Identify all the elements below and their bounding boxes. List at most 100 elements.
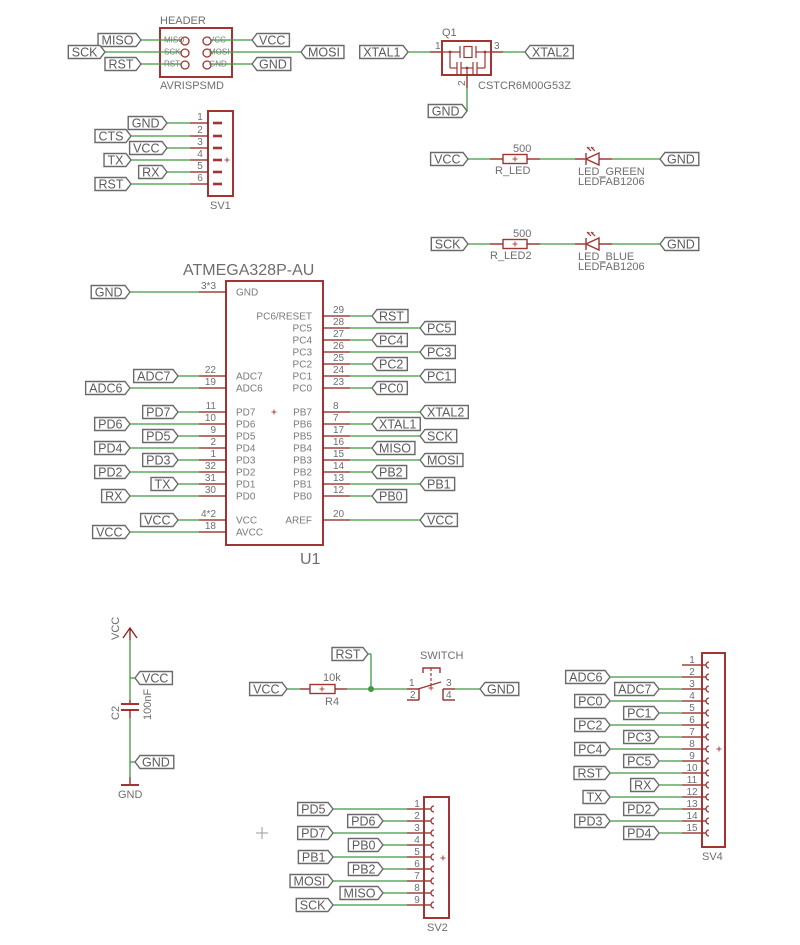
net-label-flag [371, 332, 409, 348]
net-label-flag [524, 44, 574, 60]
symbol-dot [483, 50, 487, 54]
net-label-text: GND [142, 755, 170, 769]
pin-number: 4 [446, 690, 452, 701]
net-label: PC1 [419, 368, 457, 383]
net-label: MOSI [419, 452, 464, 467]
light-arrow-head [587, 147, 590, 150]
net-label-text: PC4 [578, 742, 602, 756]
net-label-text: SCK [427, 429, 453, 443]
net-label-text: XTAL1 [363, 45, 400, 59]
net-label-text: PC0 [578, 694, 602, 708]
net-label-text: MOSI [308, 45, 340, 59]
pin-number: 11 [206, 401, 217, 412]
net-label-text: VCC [259, 33, 285, 47]
connector-socket [705, 697, 710, 705]
pin-number: 4 [689, 691, 695, 702]
pin-name: PB1 [293, 480, 312, 491]
net-label-flag [573, 765, 611, 781]
pin-name: PB3 [293, 456, 312, 467]
connector-sv2: 1PD52PD63PD74PB05PB16PB27MOSI8MISO9SCKSV… [289, 796, 450, 934]
net-label: CTS [94, 128, 132, 143]
net-label: ADC7 [132, 368, 179, 383]
net-label: PD5 [296, 801, 334, 816]
net-label-flag [91, 524, 131, 540]
crystal-element [463, 45, 473, 59]
pin-name: PB2 [293, 468, 312, 479]
net-label-text: PC4 [379, 333, 403, 347]
net-label: PC4 [371, 332, 409, 348]
net-label-text: ADC6 [89, 381, 122, 395]
net-label-text: GND [432, 104, 460, 118]
net-label-flag [297, 849, 334, 865]
net-label: RST [104, 56, 142, 71]
pin-number: 30 [205, 485, 217, 496]
net-label-text: VCC [427, 513, 453, 527]
net-label: XTAL2 [524, 44, 574, 60]
component-name: U1 [300, 551, 321, 568]
net-label-flag [573, 813, 611, 829]
net-label-flag [93, 464, 131, 480]
net-label-text: RST [109, 57, 134, 71]
net-label-flag [346, 813, 384, 829]
pin-name: PD3 [236, 456, 256, 467]
net-label: PD7 [141, 404, 179, 419]
net-label-text: RX [634, 778, 652, 792]
net-label: PD4 [93, 440, 131, 455]
net-label-flag [300, 44, 345, 60]
component-name: SWITCH [420, 650, 463, 662]
origin-cross-mark [512, 241, 518, 247]
net-label-text: GND [132, 116, 160, 130]
net-label-text: GND [667, 152, 695, 166]
net-label-flag [289, 873, 334, 889]
net-label: PC2 [573, 717, 611, 732]
pin-number: 10 [686, 763, 698, 774]
pin-number: 28 [333, 317, 345, 328]
led-value: LEDFAB1206 [578, 261, 645, 273]
net-label: PB1 [297, 849, 334, 865]
net-label: VCC [128, 140, 168, 155]
net-label-flag [94, 176, 132, 192]
net-label-flag [295, 897, 334, 913]
net-label: PD3 [573, 813, 611, 829]
net-label-flag [629, 777, 660, 793]
pin-number: 29 [333, 305, 345, 316]
supply-name: VCC [110, 617, 122, 640]
net-label: XTAL1 [371, 416, 421, 431]
component-value: ATMEGA328P-AU [183, 262, 314, 279]
connector-socket [430, 901, 435, 909]
component-name: HEADER [160, 15, 206, 27]
net-label-text: ADC7 [137, 369, 170, 383]
net-label-text: VCC [96, 525, 122, 539]
connector-socket [705, 769, 710, 777]
net-label: PC5 [419, 320, 457, 335]
net-label-flag [622, 801, 660, 817]
net-label-text: MOSI [294, 874, 326, 888]
pin-name: PD2 [236, 468, 256, 479]
pin-number: 4 [197, 149, 203, 160]
net-label-text: SCK [435, 237, 461, 251]
pin-number: 3 [494, 41, 500, 52]
connector-socket [705, 793, 710, 801]
net-label: GND [90, 284, 131, 299]
pin-number: 26 [333, 341, 345, 352]
net-label-flag [419, 428, 458, 444]
connector-socket [430, 805, 435, 813]
net-label: PC0 [573, 693, 611, 708]
header-pin-name: VCC [209, 36, 226, 45]
net-label-text: PD2 [627, 802, 651, 816]
led-symbol [584, 231, 600, 252]
pin-number: 12 [333, 485, 345, 496]
led-value: LEDFAB1206 [578, 176, 645, 188]
net-label: PC3 [419, 344, 457, 359]
